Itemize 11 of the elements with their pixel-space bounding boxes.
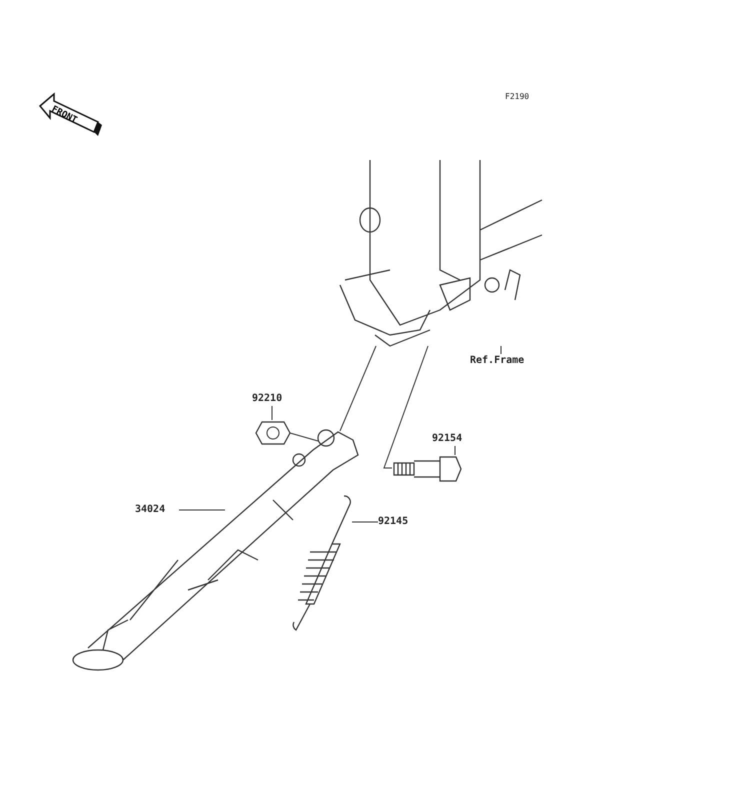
- part-number: 92145: [378, 515, 422, 529]
- assembly-line: [290, 432, 318, 442]
- assembly-line: [383, 346, 428, 468]
- leader-line: [454, 446, 456, 456]
- assembly-line: [340, 346, 376, 432]
- part-number: 34024: [135, 503, 179, 517]
- drawing-number: F2190: [505, 91, 530, 103]
- part-label: Ref.Frame: [470, 354, 532, 368]
- leader-line: [500, 346, 502, 354]
- part-number: 92154: [432, 432, 474, 446]
- part-number: 92210: [252, 392, 292, 406]
